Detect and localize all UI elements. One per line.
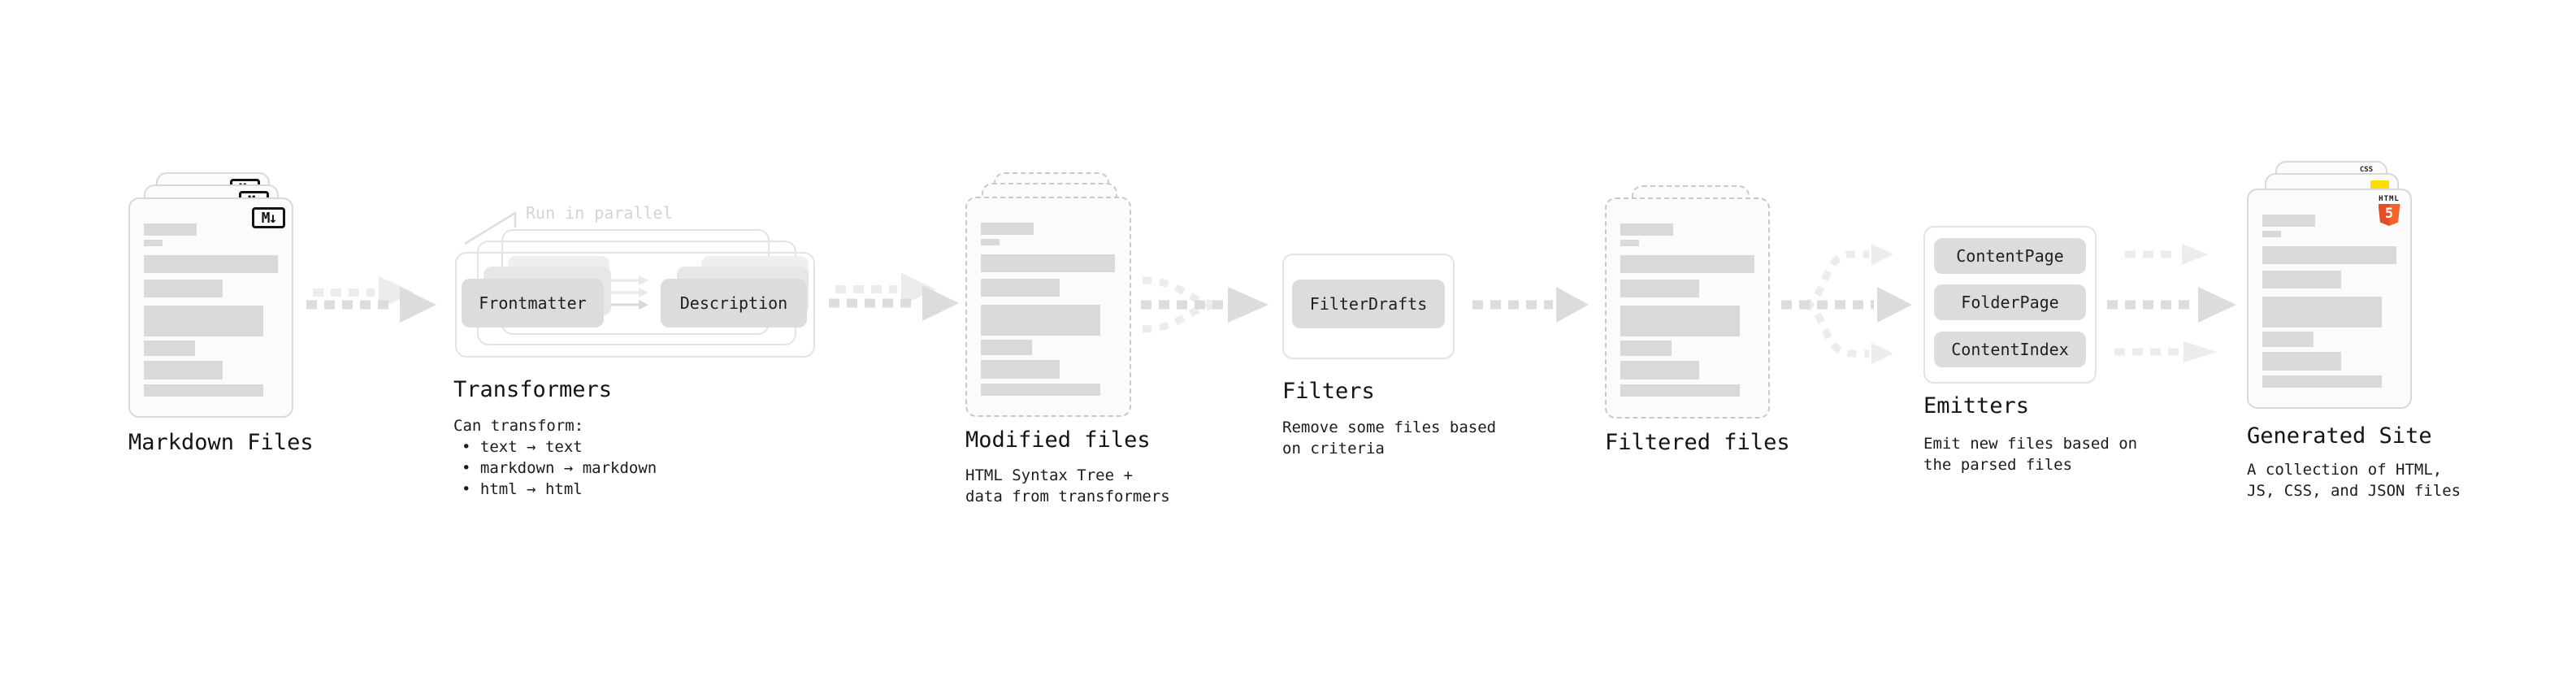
- text-placeholder-bar: [981, 384, 1100, 396]
- stage-emitters: ContentPage FolderPage ContentIndex Emit…: [1923, 203, 2184, 479]
- description-line: • markdown → markdown: [462, 459, 657, 477]
- stage-description-transformers: Can transform: • text → text • markdown …: [453, 415, 657, 500]
- text-placeholder-bar: [144, 280, 223, 297]
- text-placeholder-bar: [144, 384, 263, 397]
- text-placeholder-bar: [1620, 240, 1639, 246]
- description-line: JS, CSS, and JSON files: [2247, 482, 2461, 500]
- stage-title-modified-files: Modified files: [965, 427, 1151, 453]
- stage-description-generated-site: A collection of HTML, JS, CSS, and JSON …: [2247, 459, 2461, 501]
- frontmatter-badge: Frontmatter: [462, 279, 604, 327]
- text-placeholder-bar: [144, 306, 263, 336]
- stage-description-emitters: Emit new files based on the parsed files: [1923, 433, 2137, 475]
- text-placeholder-bar: [2262, 246, 2396, 264]
- markdown-file-card-front: M↓: [128, 197, 293, 418]
- run-in-parallel-annotation: Run in parallel: [526, 203, 673, 223]
- arrow-filtered-to-emitters: [1781, 244, 1912, 364]
- description-line: • html → html: [462, 480, 583, 498]
- stage-transformers: Run in parallel Frontmatter Description …: [453, 203, 835, 504]
- file-content-bars: [1620, 223, 1754, 397]
- text-placeholder-bar: [144, 223, 197, 236]
- stage-filtered-files: Filtered files: [1605, 161, 1800, 486]
- html5-icon: HTML 5: [2377, 195, 2401, 226]
- text-placeholder-bar: [981, 340, 1032, 355]
- text-placeholder-bar: [981, 254, 1115, 272]
- text-placeholder-bar: [2262, 352, 2341, 371]
- description-line: HTML Syntax Tree +: [965, 466, 1133, 484]
- description-line: Remove some files based: [1282, 419, 1497, 436]
- modified-file-card-front: [965, 197, 1131, 417]
- generated-html-file-card: HTML 5: [2247, 189, 2412, 409]
- stage-title-markdown-files: Markdown Files: [128, 430, 314, 455]
- description-line: the parsed files: [1923, 456, 2073, 474]
- stage-title-filters: Filters: [1282, 379, 1375, 404]
- arrow-markdown-to-transformers: [306, 276, 436, 323]
- description-line: on criteria: [1282, 440, 1385, 458]
- arrow-transformers-to-modified: [829, 273, 959, 321]
- text-placeholder-bar: [2262, 215, 2315, 227]
- description-line: A collection of HTML,: [2247, 461, 2443, 479]
- text-placeholder-bar: [144, 340, 195, 356]
- stage-modified-files: Modified files HTML Syntax Tree + data f…: [965, 161, 1170, 518]
- content-page-badge: ContentPage: [1934, 238, 2086, 274]
- file-content-bars: [981, 223, 1115, 396]
- run-in-parallel-callout-line: [464, 210, 517, 245]
- text-placeholder-bar: [981, 239, 1000, 245]
- text-placeholder-bar: [2262, 332, 2314, 347]
- html5-icon-label: HTML: [2379, 195, 2400, 203]
- text-placeholder-bar: [2262, 297, 2382, 327]
- arrow-modified-to-filters: [1141, 276, 1268, 333]
- file-content-bars: [2262, 215, 2396, 388]
- transformer-box-front: [455, 252, 815, 358]
- folder-page-badge: FolderPage: [1934, 284, 2086, 320]
- text-placeholder-bar: [144, 361, 223, 380]
- text-placeholder-bar: [981, 279, 1060, 297]
- text-placeholder-bar: [981, 360, 1060, 379]
- markdown-icon: M↓: [252, 207, 285, 228]
- text-placeholder-bar: [2262, 375, 2382, 388]
- javascript-icon: [2370, 180, 2389, 191]
- filter-drafts-badge: FilterDrafts: [1292, 280, 1445, 328]
- text-placeholder-bar: [1620, 384, 1740, 397]
- file-content-bars: [144, 223, 278, 397]
- filtered-file-card-front: [1605, 197, 1770, 419]
- stage-description-modified-files: HTML Syntax Tree + data from transformer…: [965, 465, 1170, 507]
- text-placeholder-bar: [981, 305, 1100, 336]
- text-placeholder-bar: [2262, 271, 2341, 288]
- stage-title-filtered-files: Filtered files: [1605, 430, 1790, 455]
- stage-generated-site: CSS HTML 5 Generated Site A collection o…: [2247, 161, 2491, 518]
- text-placeholder-bar: [1620, 340, 1672, 356]
- description-line: data from transformers: [965, 488, 1170, 505]
- content-index-badge: ContentIndex: [1934, 332, 2086, 367]
- description-line: Emit new files based on: [1923, 435, 2138, 453]
- description-badge: Description: [661, 279, 807, 327]
- stage-description-filters: Remove some files based on criteria: [1282, 417, 1496, 459]
- text-placeholder-bar: [1620, 306, 1740, 336]
- stage-markdown-files: M↓ M↓ M↓ Markdown Files: [128, 161, 323, 486]
- text-placeholder-bar: [144, 240, 163, 246]
- stage-title-generated-site: Generated Site: [2247, 423, 2432, 449]
- arrow-filters-to-filtered: [1472, 287, 1589, 323]
- stage-title-transformers: Transformers: [453, 377, 613, 402]
- parallel-transform-arrows: [611, 275, 648, 310]
- text-placeholder-bar: [2262, 231, 2281, 237]
- description-line: Can transform:: [453, 417, 584, 435]
- text-placeholder-bar: [1620, 255, 1754, 273]
- text-placeholder-bar: [1620, 280, 1699, 297]
- css-icon-label: CSS: [2359, 166, 2374, 174]
- text-placeholder-bar: [981, 223, 1034, 235]
- text-placeholder-bar: [1620, 223, 1673, 236]
- description-line: • text → text: [462, 438, 583, 456]
- arrow-emitters-to-generated: [2107, 244, 2236, 362]
- text-placeholder-bar: [144, 255, 278, 273]
- stage-filters: FilterDrafts Filters Remove some files b…: [1282, 203, 1542, 463]
- text-placeholder-bar: [1620, 361, 1699, 380]
- html5-icon-shield: 5: [2378, 204, 2400, 226]
- stage-title-emitters: Emitters: [1923, 393, 2030, 419]
